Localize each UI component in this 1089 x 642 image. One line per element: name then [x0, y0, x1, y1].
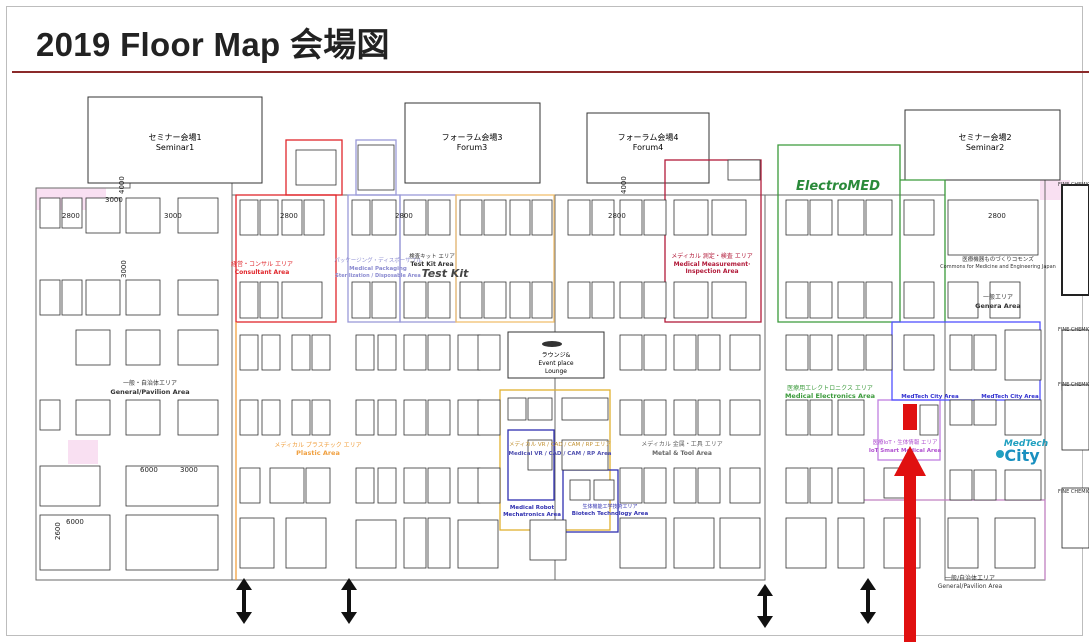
double-arrow-icon: [341, 578, 357, 624]
forum4-en: Forum4: [633, 143, 663, 152]
size-label: 3000: [180, 466, 198, 474]
forum3-jp: フォーラム会場3: [442, 132, 503, 142]
general-pavilion-bottom-jp: 一般/自治体エリア: [945, 574, 995, 582]
electronics-en: Medical Electronics Area: [785, 392, 875, 400]
lounge: ラウンジ& Event place Lounge: [507, 331, 605, 379]
general-pavilion-bottom-en: General/Pavilion Area: [938, 583, 1003, 590]
packaging-en1: Medical Packaging: [349, 266, 407, 272]
consultant-top-outline: [285, 139, 343, 196]
lounge-jp: ラウンジ&: [542, 351, 571, 359]
size-label: 6000: [140, 466, 158, 474]
packaging-jp: パッケージング・ディスポーザブル: [334, 256, 422, 264]
inspection-jp: メディカル 測定・検査 エリア: [671, 252, 752, 260]
size-label: 2800: [62, 212, 80, 220]
seminar2-room: セミナー会場2 Seminar2: [904, 109, 1061, 181]
seminar2-en: Seminar2: [966, 143, 1004, 152]
size-label: 2800: [608, 212, 626, 220]
testkit-en: Test Kit Area: [410, 261, 453, 268]
metal-jp: メディカル 金属・工具 エリア: [641, 440, 722, 448]
seminar2-jp: セミナー会場2: [958, 132, 1011, 142]
commons-jp: 医療機器ものづくりコモンズ: [962, 255, 1034, 263]
consultant-en: Consultant Area: [235, 269, 290, 276]
seminar1-en: Seminar1: [156, 143, 194, 152]
size-label: 6000: [66, 518, 84, 526]
entrance-arrows: [236, 578, 876, 628]
booth-size-labels: 2800 2800 2800 2800 3000 3000 4000 4000 …: [54, 176, 1006, 540]
medtech-city-logo: MedTech City: [996, 439, 1048, 465]
forum4-jp: フォーラム会場4: [618, 132, 679, 142]
medtech-red-booth: [903, 404, 917, 430]
consultant-jp: 経営・コンサル エリア: [231, 260, 293, 268]
biotech-en: Biotech Technology Area: [572, 511, 649, 517]
metal-en: Metal & Tool Area: [652, 450, 712, 457]
testkit-jp: 検査キット エリア: [409, 252, 455, 260]
commons-en: Commons for Medicine and Engineering Jap…: [940, 264, 1056, 270]
robot-en2: Mechatronics Area: [503, 512, 561, 518]
lounge-en2: Lounge: [545, 368, 567, 375]
forum3-en: Forum3: [457, 143, 487, 152]
booth-blocks: [39, 144, 1042, 571]
pink-zone: [68, 440, 98, 464]
iot-jp: 医療IoT・生体情報 エリア: [872, 438, 938, 446]
genera-jp: 一般エリア: [983, 293, 1013, 301]
right-edge-rooms: FINE CHEMICAL FINE CHEMICAL FINE CHEMICA…: [1058, 182, 1089, 549]
size-label: 4000: [620, 176, 628, 194]
double-arrow-icon: [236, 578, 252, 624]
size-label: 2800: [395, 212, 413, 220]
medtech-city-right: MedTech City Area: [981, 394, 1039, 400]
seminar1-room: セミナー会場1 Seminar1: [87, 96, 263, 184]
inspection-en2: Inspection Area: [685, 268, 738, 275]
forum3-room: フォーラム会場3 Forum3: [404, 102, 541, 184]
testkit-logo: Test Kit: [422, 267, 469, 280]
medtech-logo-bottom: City: [1004, 446, 1040, 465]
robot-outline: [507, 429, 555, 501]
chem-label: FINE CHEMICAL: [1058, 489, 1089, 495]
size-label: 3000: [164, 212, 182, 220]
electromed-logo: ElectroMED: [796, 179, 880, 194]
double-arrow-icon: [757, 584, 773, 628]
forum4-room: フォーラム会場4 Forum4: [586, 112, 710, 184]
size-label: 2800: [988, 212, 1006, 220]
title-rule: [12, 71, 1089, 73]
genera-en: Genera Area: [975, 302, 1021, 310]
seminar1-jp: セミナー会場1: [148, 132, 201, 142]
electromed-text: ElectroMED: [796, 179, 880, 194]
robot-en1: Medical Robot: [510, 505, 555, 511]
general-pavilion-en: General/Pavilion Area: [110, 388, 189, 396]
size-label: 3000: [120, 260, 128, 278]
general-pavilion-jp: 一般・自治体エリア: [123, 379, 177, 387]
vrcad-jp: メディカル VR / CAD / CAM / RP エリア: [509, 440, 612, 448]
packaging-en2: Sterilization / Disposable Area: [335, 273, 420, 279]
plastic-en: Plastic Area: [296, 449, 340, 457]
chem-label: FINE CHEMICAL: [1058, 327, 1089, 333]
vrcad-en: Medical VR / CAD / CAM / RP Area: [508, 451, 611, 457]
red-pointer-arrow-icon: [894, 446, 926, 642]
yellow-outline: [455, 194, 555, 323]
inspection-outline: [664, 159, 762, 323]
packaging-top-outline: [355, 139, 397, 196]
page-title: 2019 Floor Map 会場図: [36, 26, 390, 63]
plastic-jp: メディカル プラスチック エリア: [274, 441, 361, 449]
medtech-city-left: MedTech City Area: [901, 394, 959, 400]
size-label: 2600: [54, 522, 62, 540]
medtech-logo-top: MedTech: [1004, 439, 1048, 449]
inspection-en1: Medical Measurement·: [674, 261, 751, 268]
size-label: 3000: [105, 196, 123, 204]
chem-label: FINE CHEMICAL: [1058, 382, 1089, 388]
iot-en: IoT Smart Medical Area: [869, 448, 942, 454]
electronics-jp: 医療用エレクトロニクス エリア: [787, 384, 873, 392]
lounge-en1: Event place: [538, 360, 574, 367]
chem-label: FINE CHEMICAL: [1058, 182, 1089, 188]
biotech-jp: 生体機能工学技術エリア: [582, 503, 637, 510]
double-arrow-icon: [860, 578, 876, 624]
area-labels: 経営・コンサル エリア Consultant Area パッケージング・ディスポ…: [110, 252, 1055, 590]
size-label: 2800: [280, 212, 298, 220]
size-label: 4000: [118, 176, 126, 194]
